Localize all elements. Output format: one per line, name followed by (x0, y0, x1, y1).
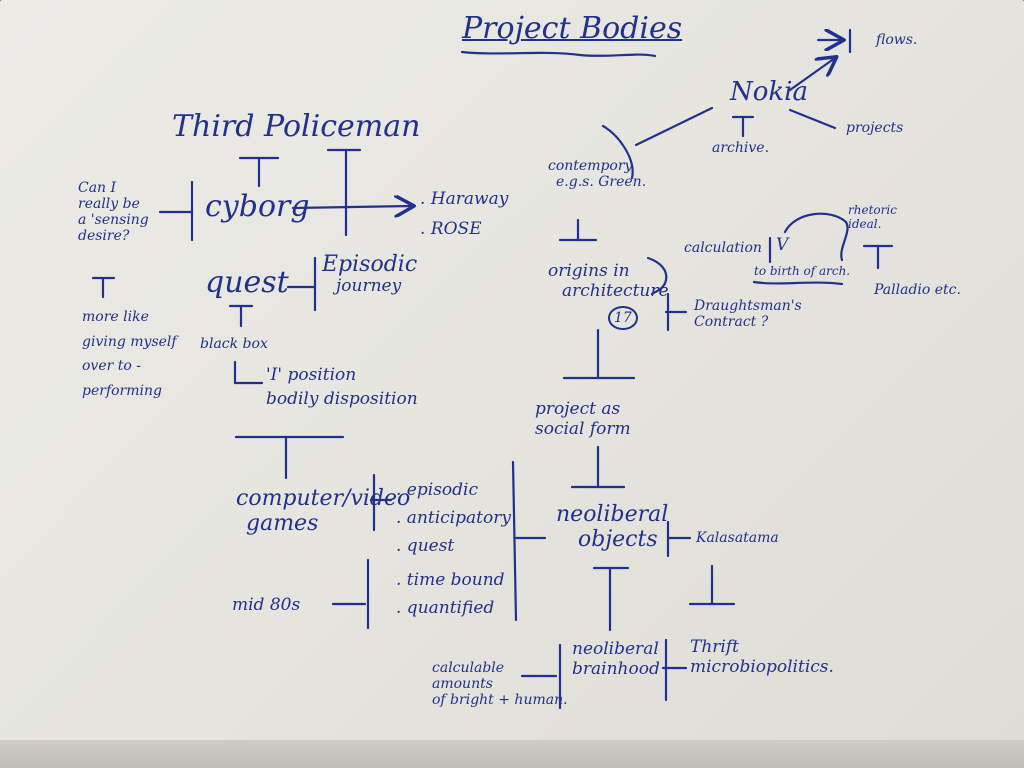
game-trait-episodic: . episodic (396, 480, 478, 500)
computer-games-line-2: games (246, 511, 319, 537)
link-nokia-flows (788, 58, 835, 92)
node-rhetoric-ideal: rhetoric ideal. (848, 203, 897, 232)
episodic-journey-line-1: Episodic (322, 252, 418, 277)
node-quest: quest (205, 265, 289, 300)
node-projects: projects (846, 120, 904, 136)
can-i-line-4: desire? (78, 228, 130, 245)
node-rose: . ROSE (420, 219, 482, 239)
node-black-box: black box (200, 336, 268, 352)
link-blackbox-i (233, 360, 264, 385)
node-computer-games: computer/video games (236, 486, 410, 537)
node-palladio: Palladio etc. (874, 282, 961, 298)
node-nokia: Nokia (730, 77, 808, 107)
i-position-line-1: 'I' position (266, 365, 357, 385)
node-project-social: project as social form (535, 399, 631, 439)
node-i-position: 'I' position bodily disposition (266, 365, 418, 409)
node-flows: flows. (876, 32, 918, 48)
node-calculable: calculable amounts of bright + human. (432, 660, 568, 708)
can-i-line-3: a 'sensing (78, 212, 149, 229)
link-cyborg-haraway (291, 206, 412, 208)
node-seventeen: 17 (608, 306, 638, 330)
node-neoliberal-objects: neoliberal objects (556, 502, 668, 553)
node-v: V (776, 235, 789, 255)
calculable-line-3: of bright + human. (432, 692, 568, 709)
node-more-like: more like giving myself over to - perfor… (82, 305, 177, 403)
rhetoric-line-1: rhetoric (848, 203, 897, 217)
game-trait-quantified: . quantified (396, 598, 495, 619)
link-rhetoric-curve (783, 212, 849, 262)
computer-games-line-1: computer/video (236, 486, 411, 511)
draughtsman-line-2: Contract ? (694, 314, 769, 331)
node-episodic-journey: Episodic journey (322, 252, 417, 297)
link-nokia-projects (788, 108, 837, 130)
more-like-line-2: giving myself (82, 333, 177, 350)
thrift-line-2: microbiopolitics. (690, 656, 834, 677)
link-contemp-curve (601, 124, 634, 180)
draughtsman-line-1: Draughtsman's (694, 298, 802, 314)
contemporary-line-1: contempory (548, 158, 633, 174)
link-calc-brace (646, 256, 668, 296)
project-social-line-1: project as (535, 399, 621, 419)
contemporary-line-2: e.g.s. Green. (556, 174, 647, 191)
can-i-line-2: really be (78, 196, 140, 213)
brainhood-line-1: neoliberal (572, 639, 659, 659)
link-to-birth-underline (752, 280, 844, 286)
node-origins: origins in architecture (548, 261, 669, 301)
node-contemporary: contempory e.g.s. Green. (548, 158, 646, 190)
i-position-line-2: bodily disposition (266, 388, 418, 409)
seventeen-circle: 17 (608, 306, 638, 330)
thrift-line-1: Thrift (690, 637, 739, 657)
node-thrift: Thrift microbiopolitics. (690, 637, 834, 677)
node-calculation: calculation (684, 240, 762, 256)
game-trait-anticipatory: . anticipatory (396, 508, 511, 529)
node-haraway: . Haraway (420, 189, 509, 209)
game-trait-quest: . quest (396, 536, 455, 557)
game-trait-time-bound: . time bound (396, 570, 505, 591)
node-archive: archive. (712, 140, 770, 156)
node-neoliberal-brainhood: neoliberal brainhood (572, 639, 660, 679)
diagram-title: Project Bodies (462, 11, 683, 46)
paper-fold (0, 740, 1024, 768)
origins-line-2: architecture (562, 280, 669, 301)
origins-line-1: origins in (548, 261, 630, 281)
more-like-line-4: performing (82, 382, 162, 399)
link-traits-bracket (511, 460, 518, 622)
node-game-traits: . episodic . anticipatory . quest . time… (396, 476, 511, 622)
node-mid-80s: mid 80s (232, 595, 301, 615)
calculable-line-2: amounts (432, 676, 493, 693)
rhetoric-line-2: ideal. (848, 216, 882, 231)
node-kalasatama: Kalasatama (696, 530, 779, 546)
brainhood-line-2: brainhood (572, 658, 660, 679)
more-like-line-1: more like (82, 309, 149, 325)
calculable-line-1: calculable (432, 660, 505, 676)
node-cyborg: cyborg (205, 189, 310, 224)
node-draughtsman: Draughtsman's Contract ? (694, 298, 802, 330)
neoliberal-objects-line-2: objects (578, 527, 658, 553)
link-nokia-contemp (634, 106, 714, 147)
more-like-line-3: over to - (82, 358, 142, 374)
neoliberal-objects-line-1: neoliberal (556, 502, 669, 527)
node-to-birth: to birth of arch. (754, 264, 851, 278)
node-third-policeman: Third Policeman (172, 109, 421, 144)
project-social-line-2: social form (535, 418, 631, 439)
episodic-journey-line-2: journey (336, 276, 402, 297)
title-underline (460, 50, 657, 58)
node-can-i: Can I really be a 'sensing desire? (78, 180, 149, 244)
can-i-line-1: Can I (78, 180, 117, 196)
